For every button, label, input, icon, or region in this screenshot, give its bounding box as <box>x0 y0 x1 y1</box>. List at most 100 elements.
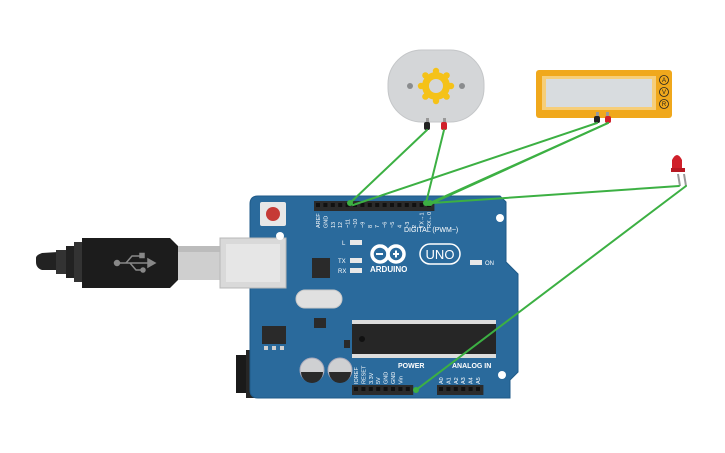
pin-socket[interactable] <box>354 387 358 391</box>
pin-label: 4 <box>397 225 403 228</box>
pin-label: GND <box>384 372 390 384</box>
pin-socket[interactable] <box>382 203 387 207</box>
sun-gear-icon <box>417 67 455 105</box>
pin-label: ~6 <box>383 222 389 228</box>
pin-socket[interactable] <box>419 203 424 207</box>
pin-socket[interactable] <box>412 203 417 207</box>
multimeter-probe-black[interactable] <box>594 116 600 123</box>
pin-label: TX→1 <box>420 212 426 228</box>
pin-label: 12 <box>338 222 344 228</box>
pin-label: ~10 <box>353 219 359 228</box>
status-leds: L TX RX ON <box>338 240 494 275</box>
digital-label: DIGITAL (PWM~) <box>404 227 458 234</box>
pin-socket[interactable] <box>476 387 480 391</box>
usb-chip <box>312 258 330 278</box>
capacitor-right <box>327 357 353 383</box>
pin-socket[interactable] <box>383 387 388 391</box>
pin-socket[interactable] <box>468 387 473 391</box>
wire-motor-red[interactable] <box>425 129 445 204</box>
pin-socket[interactable] <box>391 387 395 391</box>
usb-icon <box>113 252 157 273</box>
meter-mode-label: R <box>662 102 667 108</box>
pin-socket[interactable] <box>316 203 320 207</box>
pin-socket[interactable] <box>323 203 328 207</box>
pin-socket[interactable] <box>446 387 451 391</box>
pin-label: ~9 <box>360 222 366 228</box>
led-rx-label: RX <box>338 269 346 275</box>
pin-label: 8 <box>368 225 374 228</box>
wire-motor-black[interactable] <box>349 129 428 204</box>
pin-socket[interactable] <box>461 387 466 391</box>
atmega-chip <box>352 320 496 358</box>
pin-socket[interactable] <box>453 387 458 391</box>
pin-label: A4 <box>469 377 475 384</box>
wire-meter-red-b[interactable] <box>429 122 609 204</box>
arduino-board[interactable]: L TX RX ON ARDUINO UNO DIGITAL (PWM~) PO… <box>219 195 519 399</box>
multimeter-probe-red[interactable] <box>605 116 611 123</box>
pin-label: ~11 <box>346 219 352 228</box>
pin-socket[interactable] <box>398 387 403 391</box>
pin-label: GND <box>323 216 329 228</box>
usb-cable <box>36 238 220 288</box>
pin-label: A2 <box>454 377 460 384</box>
pin-label: 5V <box>376 377 382 384</box>
pin-socket[interactable] <box>397 203 402 207</box>
pin-label: 3.3V <box>369 372 375 384</box>
motor-terminal-red[interactable] <box>441 122 447 130</box>
meter-mode-button-r[interactable]: R <box>659 99 669 109</box>
wire-meter-black[interactable] <box>352 122 598 206</box>
pin-socket[interactable] <box>390 203 394 207</box>
power-header[interactable] <box>352 385 414 395</box>
red-led[interactable] <box>671 155 687 187</box>
pin-label: AREF <box>316 213 322 228</box>
pin-label: ~5 <box>390 222 396 228</box>
pin-socket[interactable] <box>368 387 373 391</box>
pin-socket[interactable] <box>345 203 350 207</box>
pin-socket[interactable] <box>360 203 365 207</box>
pin-label: 2 <box>412 225 418 228</box>
meter-mode-label: V <box>662 90 666 96</box>
pin-label: A3 <box>461 377 467 384</box>
pin-label: A1 <box>446 377 452 384</box>
meter-mode-button-a[interactable]: A <box>659 75 669 85</box>
pin-socket[interactable] <box>376 387 381 391</box>
pin-socket[interactable] <box>375 203 380 207</box>
pin-socket[interactable] <box>405 387 410 391</box>
led-l-label: L <box>342 241 346 247</box>
pin-socket[interactable] <box>367 203 372 207</box>
wire-led-cathode[interactable] <box>415 185 687 391</box>
pin-socket[interactable] <box>361 387 366 391</box>
pin-label: RESET <box>361 365 367 384</box>
led-on-label: ON <box>485 261 494 267</box>
meter-mode-label: A <box>662 78 666 84</box>
capacitor-left <box>299 357 325 383</box>
wires[interactable] <box>347 122 687 393</box>
crystal <box>295 289 343 309</box>
motor-terminal-black[interactable] <box>424 122 430 130</box>
voltage-regulator <box>262 326 286 350</box>
analog-header[interactable] <box>437 385 484 395</box>
infinity-logo-icon <box>370 244 406 264</box>
model-label: UNO <box>426 247 455 262</box>
wire-led-anode[interactable] <box>431 185 680 204</box>
pin-label: GND <box>391 372 397 384</box>
pin-socket[interactable] <box>338 203 343 207</box>
model-badge <box>419 243 461 265</box>
dc-motor[interactable] <box>387 49 485 130</box>
power-label: POWER <box>398 363 424 370</box>
multimeter[interactable]: AVR <box>536 70 672 123</box>
digital-header[interactable] <box>314 201 435 211</box>
reset-button[interactable] <box>260 202 286 226</box>
pin-socket[interactable] <box>439 387 443 391</box>
pin-label: A5 <box>476 377 482 384</box>
meter-mode-button-v[interactable]: V <box>659 87 669 97</box>
pin-socket[interactable] <box>330 203 335 207</box>
brand-label: ARDUINO <box>370 265 407 274</box>
pin-label: 7 <box>375 225 381 228</box>
pin-label: Vin <box>398 376 404 384</box>
pin-label: RX←0 <box>427 212 433 228</box>
pin-socket[interactable] <box>404 203 409 207</box>
